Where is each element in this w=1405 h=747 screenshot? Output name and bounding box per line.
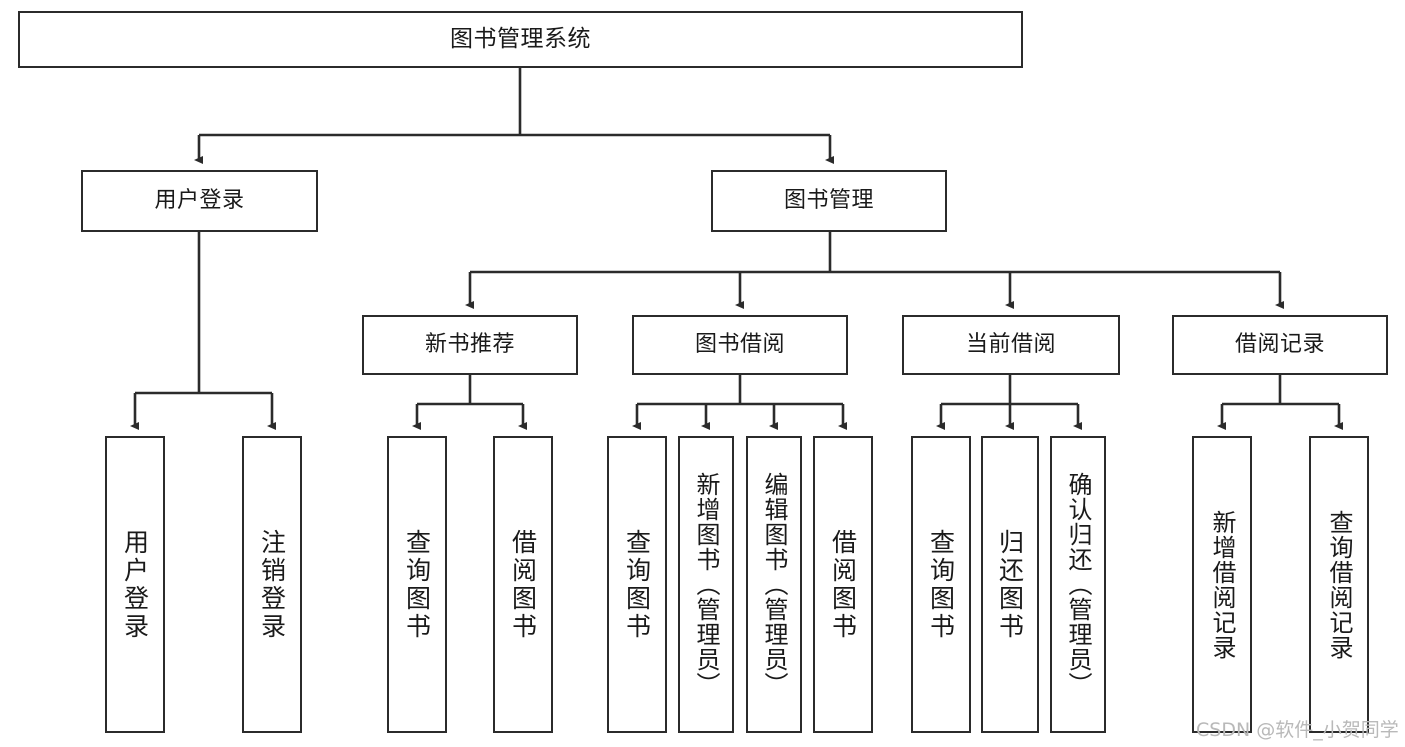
node-new-book-recommend[interactable]: 新书推荐 bbox=[362, 315, 578, 375]
node-leaf-query-book-recommend[interactable]: 查询图书 bbox=[387, 436, 447, 733]
node-leaf-return-book[interactable]: 归还图书 bbox=[981, 436, 1039, 733]
node-label: 注销登录 bbox=[257, 528, 287, 641]
node-leaf-edit-book-admin[interactable]: 编辑图书（管理员） bbox=[746, 436, 802, 733]
node-label: 新书推荐 bbox=[424, 331, 515, 357]
node-label: 借阅图书 bbox=[828, 528, 858, 641]
node-label: 归还图书 bbox=[995, 528, 1025, 641]
node-leaf-add-book-admin[interactable]: 新增图书（管理员） bbox=[678, 436, 734, 733]
node-label: 用户登录 bbox=[154, 187, 245, 213]
node-label: 借阅图书 bbox=[508, 528, 538, 641]
node-leaf-user-login[interactable]: 用户登录 bbox=[105, 436, 165, 733]
node-book-borrow[interactable]: 图书借阅 bbox=[632, 315, 848, 375]
node-label: 查询图书 bbox=[402, 528, 432, 641]
node-book-management[interactable]: 图书管理 bbox=[711, 170, 947, 232]
node-leaf-logout[interactable]: 注销登录 bbox=[242, 436, 302, 733]
node-label: 用户登录 bbox=[120, 528, 150, 641]
node-borrow-record[interactable]: 借阅记录 bbox=[1172, 315, 1388, 375]
node-leaf-query-book-borrow[interactable]: 查询图书 bbox=[607, 436, 667, 733]
node-label: 图书管理系统 bbox=[450, 25, 591, 52]
node-label: 查询图书 bbox=[926, 528, 956, 641]
node-label: 当前借阅 bbox=[965, 331, 1056, 357]
node-label: 查询借阅记录 bbox=[1325, 509, 1353, 660]
node-label: 图书管理 bbox=[783, 187, 874, 213]
node-label: 新增借阅记录 bbox=[1208, 509, 1236, 660]
node-leaf-query-borrow-record[interactable]: 查询借阅记录 bbox=[1309, 436, 1369, 733]
node-user-login[interactable]: 用户登录 bbox=[81, 170, 318, 232]
node-leaf-add-borrow-record[interactable]: 新增借阅记录 bbox=[1192, 436, 1252, 733]
node-label: 借阅记录 bbox=[1234, 331, 1325, 357]
node-label: 图书借阅 bbox=[694, 331, 785, 357]
node-leaf-query-book-current[interactable]: 查询图书 bbox=[911, 436, 971, 733]
node-leaf-borrow-book[interactable]: 借阅图书 bbox=[813, 436, 873, 733]
node-label: 编辑图书（管理员） bbox=[760, 472, 788, 697]
node-leaf-borrow-book-recommend[interactable]: 借阅图书 bbox=[493, 436, 553, 733]
node-label: 查询图书 bbox=[622, 528, 652, 641]
node-label: 确认归还（管理员） bbox=[1064, 472, 1092, 697]
node-label: 新增图书（管理员） bbox=[692, 472, 720, 697]
watermark-text: CSDN @软件_小贺同学 bbox=[1196, 719, 1399, 741]
node-current-borrow[interactable]: 当前借阅 bbox=[902, 315, 1120, 375]
node-leaf-confirm-return-admin[interactable]: 确认归还（管理员） bbox=[1050, 436, 1106, 733]
node-root-book-management-system[interactable]: 图书管理系统 bbox=[18, 11, 1023, 68]
